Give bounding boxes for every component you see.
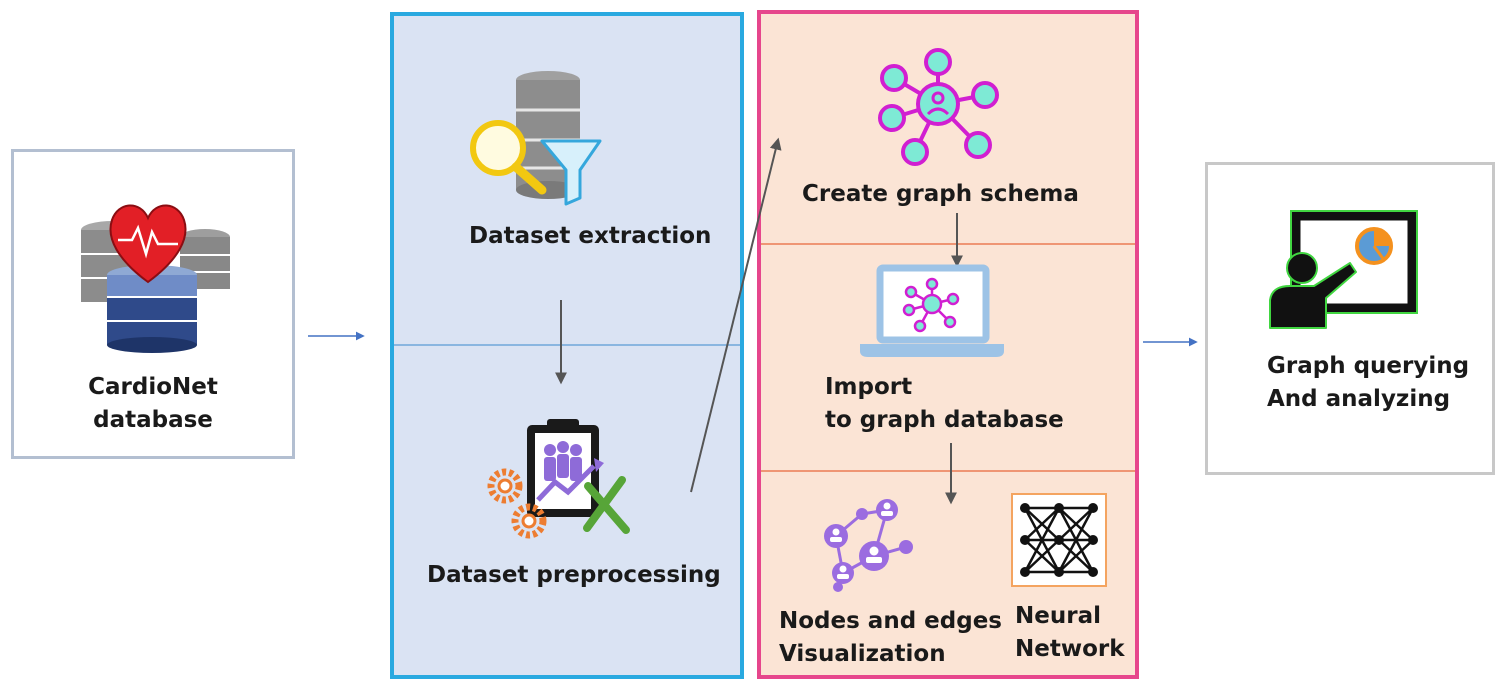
database-search-filter-icon bbox=[470, 71, 602, 206]
nodes-edges-icon bbox=[824, 499, 913, 592]
graph-querying-label-line1: Graph querying bbox=[1267, 353, 1470, 379]
cardionet-label-line1: CardioNet bbox=[88, 374, 218, 400]
clipboard-gears-wrench-icon bbox=[487, 419, 630, 539]
neural-network-label-line1: Neural bbox=[1015, 603, 1101, 629]
nodes-edges-label-line2: Visualization bbox=[779, 641, 946, 667]
graph-querying-box bbox=[1205, 162, 1495, 475]
dataset-preprocessing-label: Dataset preprocessing bbox=[427, 562, 721, 588]
import-label-line2: to graph database bbox=[825, 407, 1064, 433]
graph-querying-label-line2: And analyzing bbox=[1267, 386, 1451, 412]
dataset-extraction-label: Dataset extraction bbox=[469, 223, 712, 249]
neural-network-label-line2: Network bbox=[1015, 636, 1125, 662]
import-label-line1: Import bbox=[825, 374, 913, 400]
create-graph-schema-label: Create graph schema bbox=[802, 181, 1079, 207]
presentation-analytics-icon bbox=[1269, 210, 1418, 329]
cardionet-label-line2: database bbox=[93, 407, 213, 433]
laptop-graph-icon bbox=[860, 264, 1004, 357]
graph-schema-icon bbox=[878, 48, 999, 166]
neural-network-icon bbox=[1011, 493, 1107, 587]
arrow-preprocess-to-schema bbox=[690, 137, 782, 493]
nodes-edges-label-line1: Nodes and edges bbox=[779, 608, 1002, 634]
heart-database-icon bbox=[81, 204, 230, 353]
